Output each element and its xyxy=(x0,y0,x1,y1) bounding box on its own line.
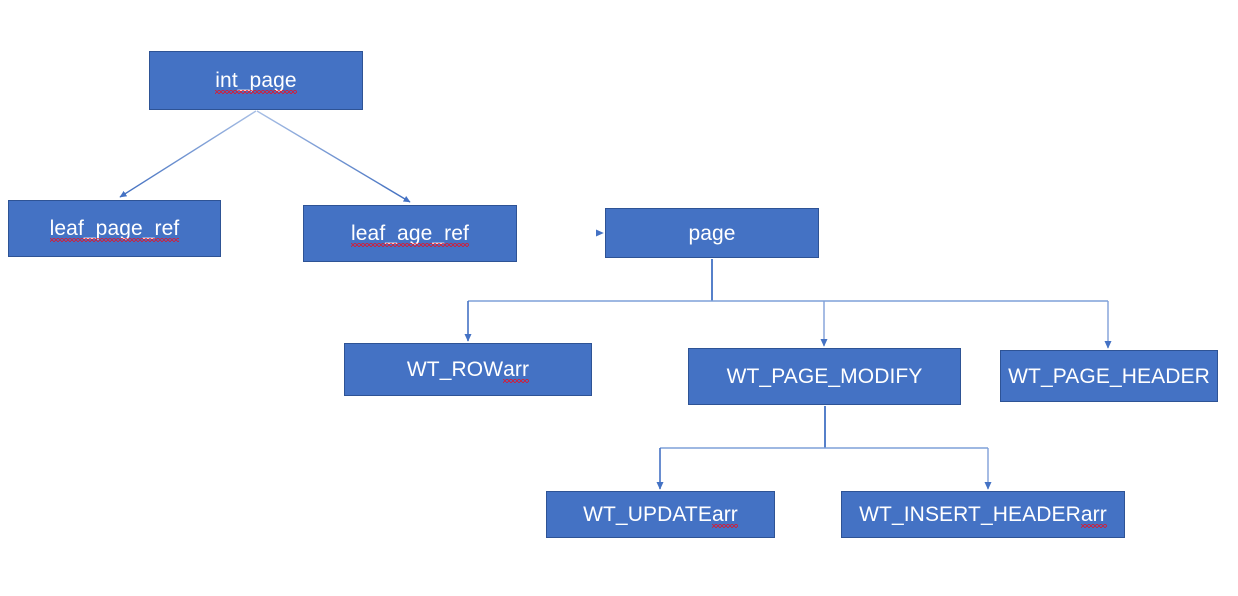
node-wt-row-arr[interactable]: WT_ROW arr xyxy=(344,343,592,396)
node-leaf-age-ref[interactable]: leaf_age_ref xyxy=(303,205,517,262)
node-wt-insert-header-arr[interactable]: WT_INSERT_HEADER arr xyxy=(841,491,1125,538)
node-label-suffix: arr xyxy=(1080,502,1107,528)
node-label-suffix: arr xyxy=(503,357,530,383)
edge-page-to-children xyxy=(464,259,1112,349)
node-page[interactable]: page xyxy=(605,208,819,258)
node-label: WT_PAGE_HEADER xyxy=(1008,364,1210,388)
node-label: WT_PAGE_MODIFY xyxy=(726,365,923,388)
node-label-suffix: arr xyxy=(711,502,738,528)
node-label: leaf_page_ref xyxy=(49,216,180,242)
node-label: int_page xyxy=(215,68,298,94)
node-wt-update-arr[interactable]: WT_UPDATE arr xyxy=(546,491,775,538)
node-wt-page-modify[interactable]: WT_PAGE_MODIFY xyxy=(688,348,961,405)
edge-wt-page-modify-to-children xyxy=(656,406,992,490)
node-label-prefix: WT_ROW xyxy=(406,358,504,381)
node-label-prefix: WT_INSERT_HEADER xyxy=(859,503,1081,526)
edge-int-page-to-leaf-page-ref xyxy=(119,110,257,198)
node-int-page[interactable]: int_page xyxy=(149,51,363,110)
node-leaf-page-ref[interactable]: leaf_page_ref xyxy=(8,200,221,257)
edge-int-page-to-leaf-age-ref xyxy=(256,110,411,203)
node-wt-page-header[interactable]: WT_PAGE_HEADER xyxy=(1000,350,1218,402)
node-label-prefix: WT_UPDATE xyxy=(583,503,712,526)
node-label: leaf_age_ref xyxy=(351,221,469,247)
node-label: page xyxy=(688,221,736,245)
